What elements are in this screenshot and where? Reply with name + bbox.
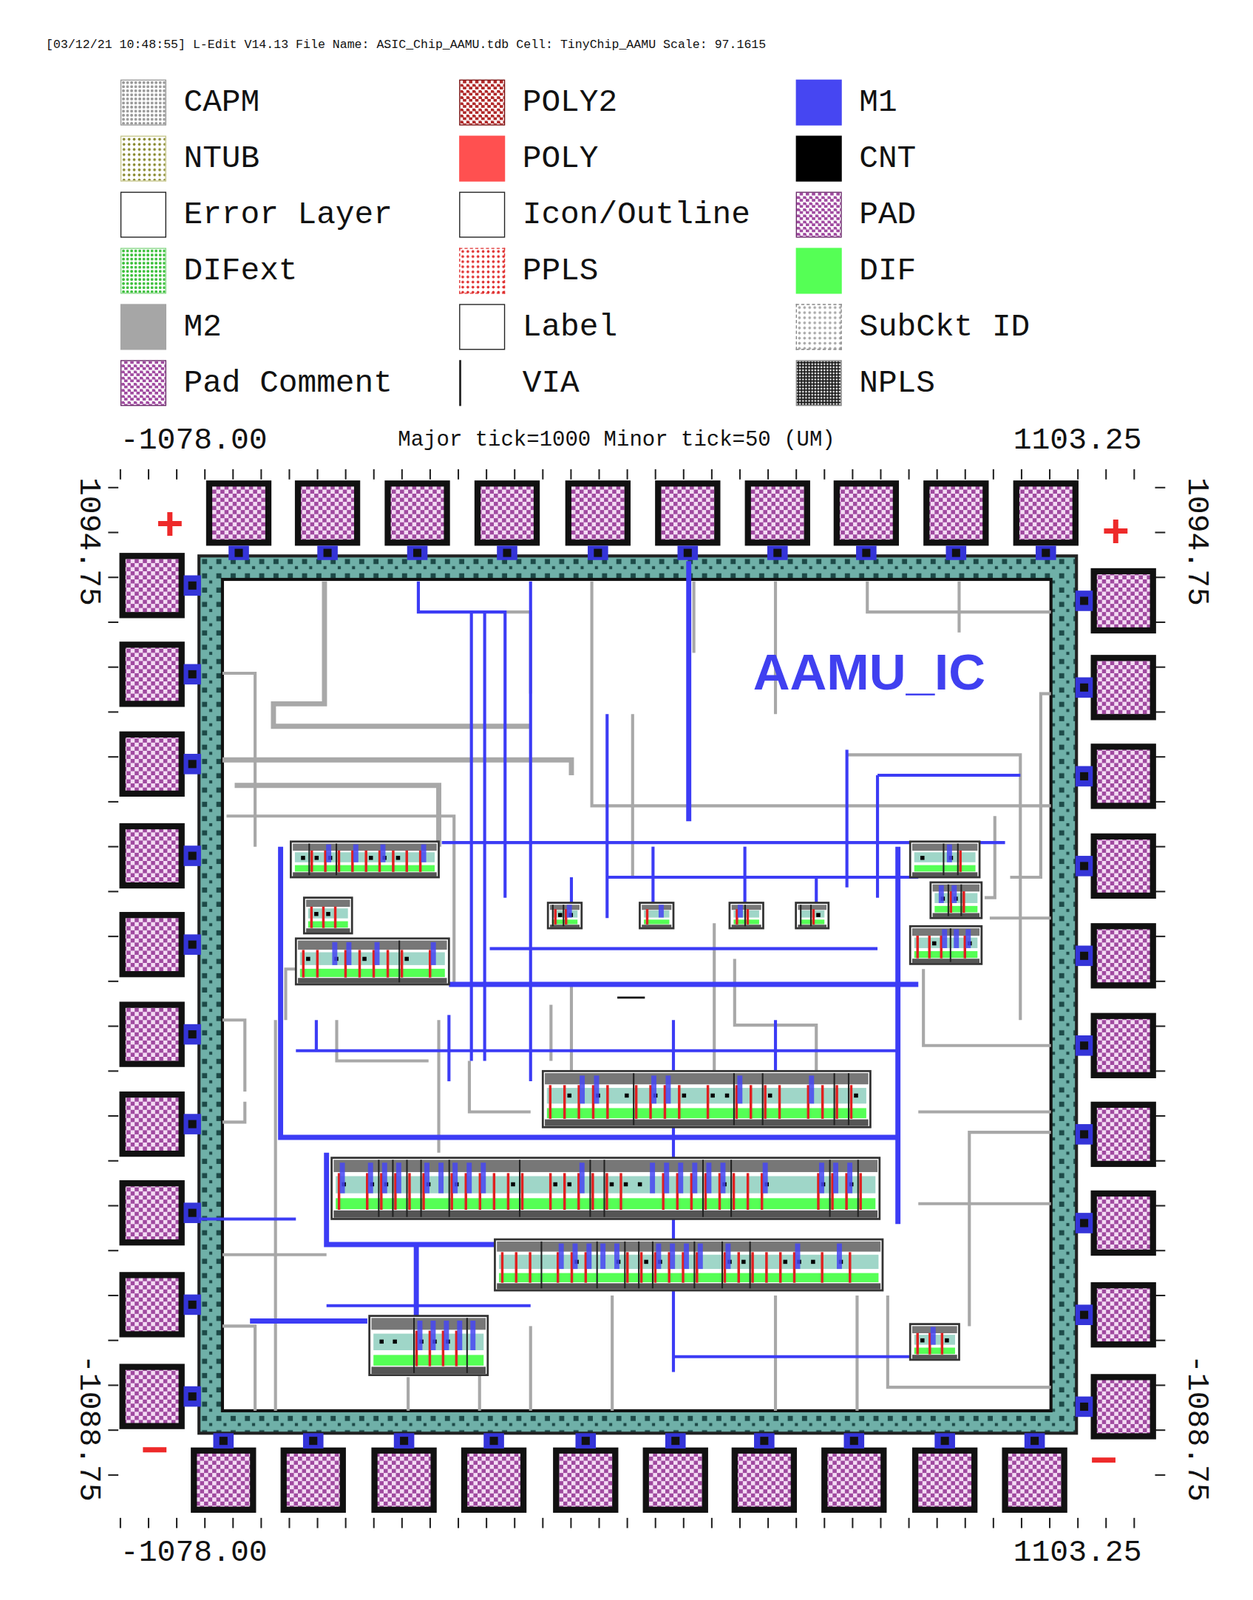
polarity-mark: + — [1102, 507, 1130, 554]
legend-swatch — [120, 303, 167, 350]
legend-text: DIF — [858, 255, 916, 287]
legend-swatch — [459, 79, 505, 126]
legend-swatch — [796, 136, 842, 182]
file-header: [03/12/21 10:48:55] L-Edit V14.13 File N… — [45, 38, 766, 52]
legend-text: Icon/Outline — [522, 198, 751, 231]
legend-swatch — [796, 247, 842, 294]
legend-swatch — [120, 247, 167, 294]
legend-text: POLY2 — [522, 86, 618, 119]
legend-swatch — [459, 360, 464, 406]
axis-coordinate: -1078.00 — [120, 1537, 268, 1568]
polarity-mark: + — [155, 499, 184, 547]
legend-text: Pad Comment — [183, 367, 392, 400]
legend-text: CAPM — [183, 86, 260, 119]
axis-coordinate: -1088.75 — [1181, 1355, 1212, 1503]
legend-text: NPLS — [858, 367, 936, 400]
legend-swatch — [120, 360, 167, 406]
chip-core — [198, 555, 1077, 1434]
legend-text: NTUB — [183, 142, 260, 175]
legend-swatch — [796, 191, 842, 238]
polarity-mark: − — [140, 1426, 168, 1474]
legend-swatch — [120, 191, 167, 238]
chip-name: AAMU_IC — [753, 646, 986, 698]
legend-swatch — [459, 136, 505, 182]
axis-coordinate: -1078.00 — [120, 425, 268, 457]
metal-wires — [198, 561, 1052, 1412]
legend-swatch — [796, 360, 842, 406]
legend-text: PAD — [858, 198, 916, 231]
legend-text: POLY — [522, 142, 599, 175]
legend-text: VIA — [522, 367, 580, 400]
legend-text: M2 — [183, 311, 222, 344]
legend-text: CNT — [858, 142, 916, 175]
axis-coordinate: 1094.75 — [73, 477, 104, 607]
legend-text: PPLS — [522, 255, 599, 287]
legend-swatch — [120, 79, 167, 126]
axis-coordinate: 1094.75 — [1181, 477, 1212, 607]
axis-coordinate: 1103.25 — [1013, 425, 1143, 457]
legend-text: M1 — [858, 86, 897, 119]
legend-text: Error Layer — [183, 198, 392, 231]
standard-cells — [290, 841, 981, 1376]
legend-swatch — [459, 303, 505, 350]
axis-coordinate: -1088.75 — [73, 1355, 104, 1503]
legend-swatch — [796, 79, 842, 126]
legend-swatch — [120, 136, 167, 182]
scale-note: Major tick=1000 Minor tick=50 (UM) — [397, 429, 835, 451]
legend-swatch — [459, 247, 505, 294]
legend-text: SubCkt ID — [858, 311, 1030, 344]
legend-swatch — [459, 191, 505, 238]
bond-pads — [122, 483, 1154, 1511]
legend-text: DIFext — [183, 255, 298, 287]
polarity-mark: − — [1089, 1436, 1117, 1483]
legend-text: Label — [522, 311, 618, 344]
axis-coordinate: 1103.25 — [1013, 1537, 1143, 1568]
axis-ticks — [107, 469, 1166, 1529]
legend-swatch — [796, 303, 842, 350]
